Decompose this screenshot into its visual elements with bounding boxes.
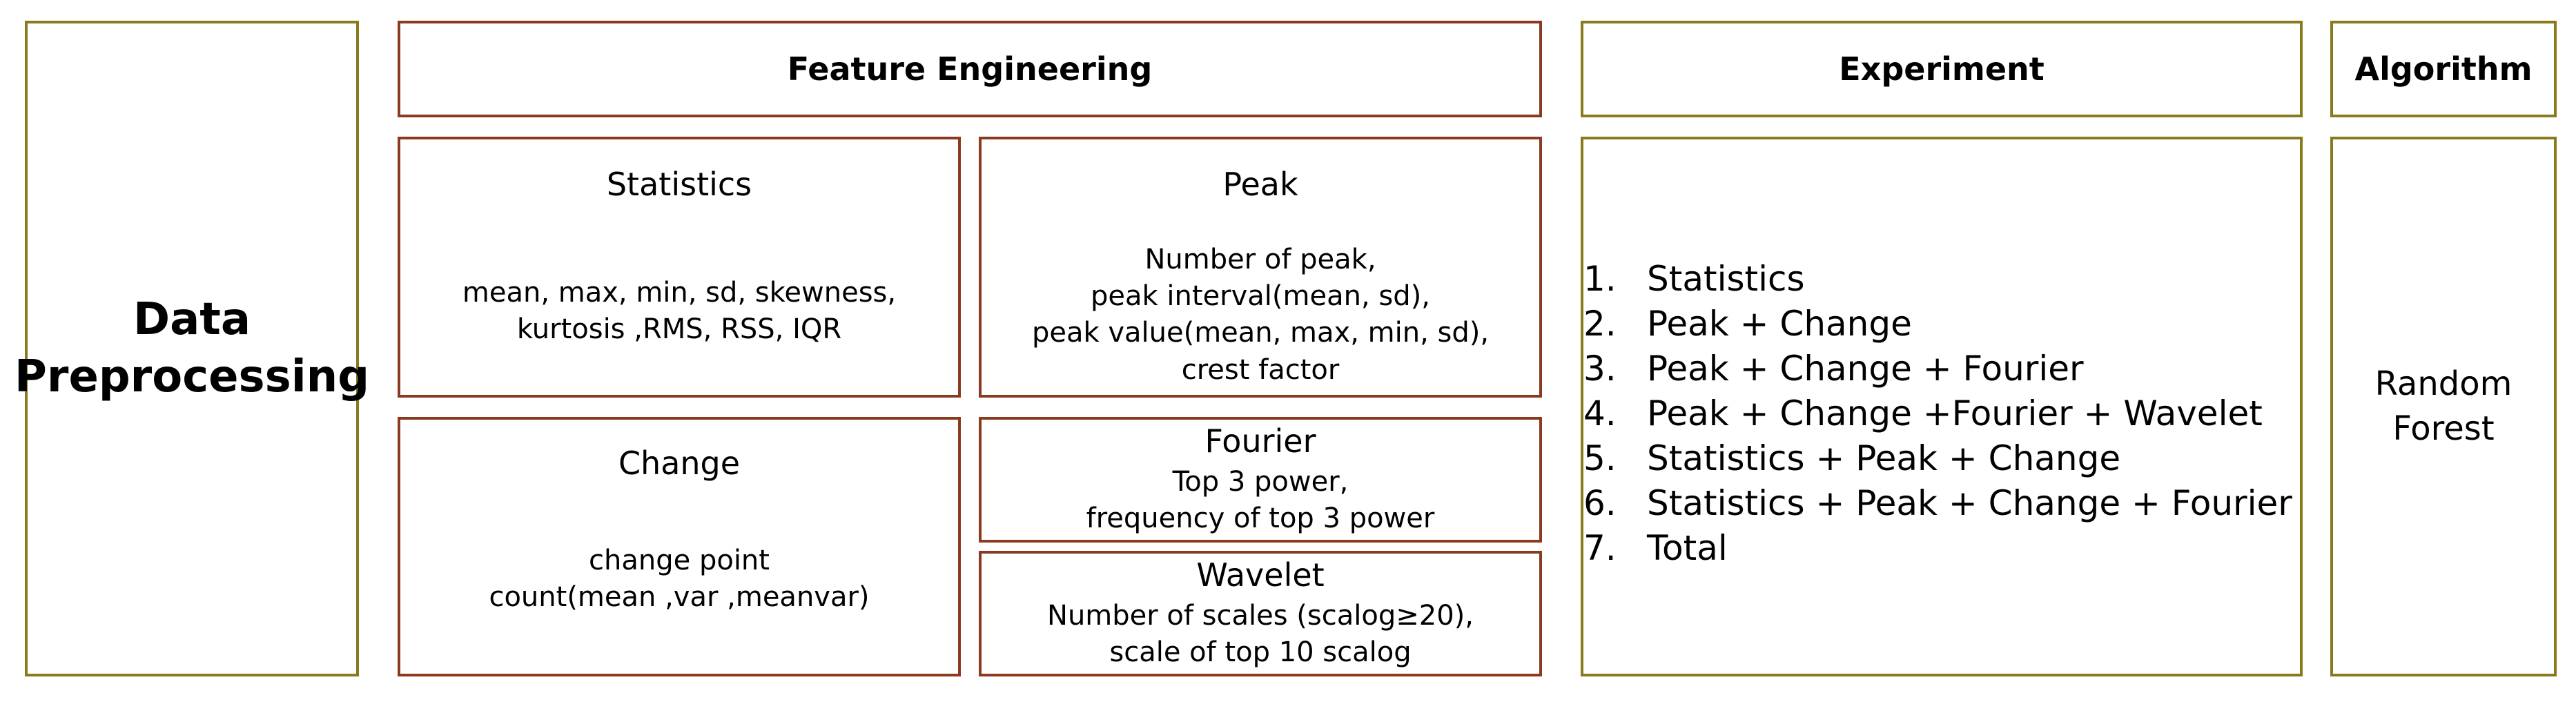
change-box: Change change point count(mean ,var ,mea… <box>398 417 961 676</box>
experiment-item: 5.Statistics + Peak + Change <box>1583 438 2121 478</box>
statistics-body: mean, max, min, sd, skewness, kurtosis ,… <box>462 277 897 346</box>
algorithm-header: Algorithm <box>2330 21 2557 117</box>
change-title: Change <box>618 445 741 482</box>
experiment-item: 4.Peak + Change +Fourier + Wavelet <box>1583 393 2263 433</box>
experiment-item: 6.Statistics + Peak + Change + Fourier <box>1583 483 2292 523</box>
experiment-list: 1.Statistics 2.Peak + Change 3.Peak + Ch… <box>1583 257 2292 571</box>
experiment-item: 7.Total <box>1583 528 1728 568</box>
wavelet-body: Number of scales (scalog≥20), scale of t… <box>1047 600 1474 669</box>
data-preprocessing-label: Data Preprocessing <box>14 293 370 402</box>
peak-body: Number of peak, peak interval(mean, sd),… <box>1031 244 1490 386</box>
statistics-title: Statistics <box>606 166 752 203</box>
fourier-body: Top 3 power, frequency of top 3 power <box>1086 466 1435 535</box>
algorithm-label: Random Forest <box>2374 364 2512 448</box>
experiment-item: 3.Peak + Change + Fourier <box>1583 349 2084 389</box>
fourier-title: Fourier <box>1204 422 1316 460</box>
change-body: change point count(mean ,var ,meanvar) <box>489 545 870 614</box>
algorithm-box: Random Forest <box>2330 137 2557 676</box>
feature-engineering-header: Feature Engineering <box>398 21 1542 117</box>
algorithm-title: Algorithm <box>2354 50 2533 88</box>
data-preprocessing-box: Data Preprocessing <box>14 21 369 676</box>
wavelet-box: Wavelet Number of scales (scalog≥20), sc… <box>979 551 1542 676</box>
peak-title: Peak <box>1222 166 1298 203</box>
experiment-box: 1.Statistics 2.Peak + Change 3.Peak + Ch… <box>1581 137 2303 676</box>
feature-engineering-title: Feature Engineering <box>787 50 1153 88</box>
experiment-title: Experiment <box>1839 50 2045 88</box>
wavelet-title: Wavelet <box>1196 556 1325 594</box>
fourier-box: Fourier Top 3 power, frequency of top 3 … <box>979 417 1542 543</box>
statistics-box: Statistics mean, max, min, sd, skewness,… <box>398 137 961 398</box>
experiment-item: 2.Peak + Change <box>1583 304 1912 344</box>
experiment-item: 1.Statistics <box>1583 259 1805 299</box>
experiment-header: Experiment <box>1581 21 2303 117</box>
peak-box: Peak Number of peak, peak interval(mean,… <box>979 137 1542 398</box>
